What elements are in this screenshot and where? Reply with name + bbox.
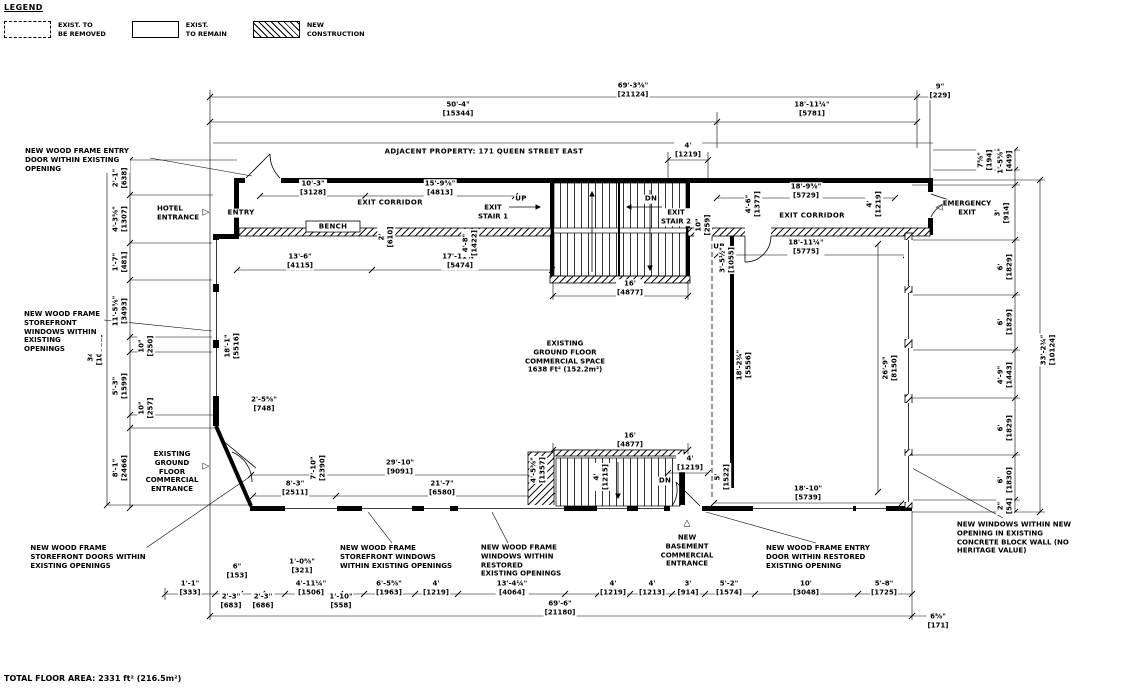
doors xyxy=(221,153,956,507)
solid-swatch-icon xyxy=(131,21,179,38)
legend-label: EXIST. TO REMAIN xyxy=(185,21,227,38)
legend-title: LEGEND xyxy=(4,3,43,12)
dashed-swatch-icon xyxy=(4,21,51,38)
bench-outline xyxy=(305,220,361,233)
leader-lines xyxy=(103,157,1004,551)
legend-items: EXIST. TO BE REMOVED EXIST. TO REMAIN NE… xyxy=(4,21,391,38)
chamfer-wall xyxy=(214,425,253,507)
hatched-swatch-icon xyxy=(252,21,300,38)
legend: LEGEND EXIST. TO BE REMOVED EXIST. TO RE… xyxy=(4,3,391,38)
legend-label: NEW CONSTRUCTION xyxy=(306,21,365,38)
legend-label: EXIST. TO BE REMOVED xyxy=(58,21,106,38)
total-floor-area: TOTAL FLOOR AREA: 2331 ft² (216.5m²) xyxy=(4,674,182,683)
legend-item-exist-to-remain: EXIST. TO REMAIN xyxy=(131,21,227,38)
window-glazing xyxy=(216,240,909,509)
legend-item-exist-to-be-removed: EXIST. TO BE REMOVED xyxy=(4,21,106,38)
dimension-ticks xyxy=(103,93,1044,620)
legend-item-new-construction: NEW CONSTRUCTION xyxy=(252,21,365,38)
